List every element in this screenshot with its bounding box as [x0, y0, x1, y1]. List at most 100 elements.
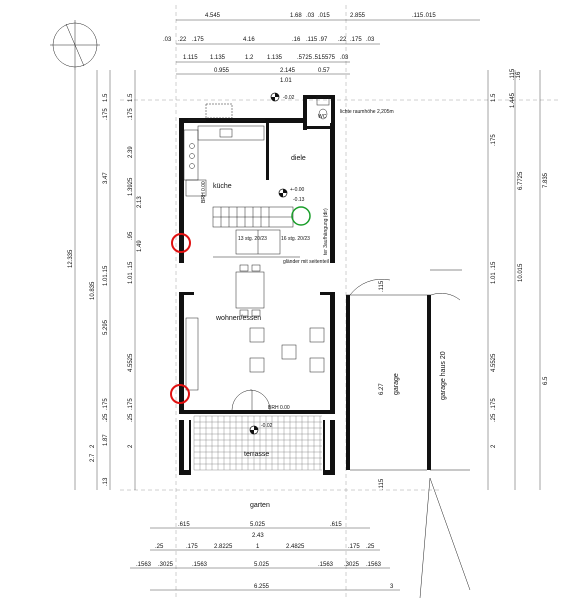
dim-top-r4-3: 0.57: [318, 68, 330, 74]
dim-right-outer-1: 7.835: [543, 172, 549, 188]
terrace-doors: [231, 389, 271, 411]
dim-top-r2-8: .22: [338, 37, 347, 43]
room-label-terrasse: terrasse: [244, 451, 269, 458]
dim-top-r4-1: 0.955: [214, 68, 230, 74]
dimension-bottom: .615 5.025 .615 2.43 .25 .175 2.8225 1 2…: [130, 522, 400, 591]
room-label-diele: diele: [291, 155, 306, 162]
kitchen-counter: [183, 125, 265, 181]
north-arrow-icon: [50, 20, 100, 70]
dim-left-in2-1: 1.5: [128, 93, 134, 102]
dim-right-in-8: .175: [491, 398, 497, 410]
dim-right-mid-3: 4.5525: [491, 353, 497, 372]
note-level-diele: -0.13: [293, 197, 305, 203]
dim-top-r2-6: .115: [306, 37, 318, 43]
dim-top-2: 1.68: [290, 13, 302, 19]
dim-right-in-5: .175: [491, 134, 497, 146]
dim-top-r3-8: .03: [340, 55, 349, 61]
walls: [179, 95, 335, 475]
dim-top-r2-1: .03: [163, 37, 172, 43]
dim-left-in2-11: .175: [128, 398, 134, 410]
dim-top-r2-7: .97: [319, 37, 328, 43]
room-label-garage: garage: [393, 373, 400, 395]
level-marker-icon: [270, 92, 280, 102]
note-level-top: -0.02: [283, 95, 295, 101]
note-level-terr: -0.02: [261, 423, 273, 429]
dim-bot-r3-1: .25: [155, 544, 164, 550]
room-label-wohnen: wohnen/essen: [215, 315, 261, 322]
dim-left-mid-1: 10.835: [90, 281, 96, 300]
dim-left-in-10: .13: [103, 477, 109, 486]
dim-garage-3: .115: [379, 478, 385, 490]
dim-right-in-3: .115: [510, 68, 516, 80]
green-marker: [291, 206, 311, 226]
dim-top-r3-1: 1.115: [183, 55, 198, 61]
dim-bot-r3-7: .25: [366, 544, 375, 550]
dim-left-in2-4: 1.3925: [128, 177, 134, 196]
dim-left-in-4: .15: [103, 265, 109, 274]
dim-bot-r4-6: .3025: [344, 562, 360, 568]
dim-bot-r4-2: .3025: [158, 562, 174, 568]
terrace-pattern: [193, 415, 322, 471]
dimension-top: 4.545 1.68 .03 .015 2.855 .115 .015 .03 …: [163, 13, 480, 84]
dim-top-r3-4: 1.135: [267, 55, 283, 61]
note-lichte-hoehe: lichte raumhöhe 2,205m: [340, 109, 394, 115]
dim-left-in2-9: 1.01: [128, 272, 134, 284]
red-marker-upper: [171, 233, 191, 253]
dim-top-5: 2.855: [350, 13, 366, 19]
dim-bot-r3-3: 2.8225: [214, 544, 233, 550]
level-marker-icon: [249, 425, 259, 435]
stair-label-2: 16 stg. 20/23: [281, 236, 310, 242]
dim-top-6: .115: [412, 13, 424, 19]
dim-left-in2-7: 1.49: [137, 240, 143, 252]
dimension-right: 1.5 1.445 .115 .16 .175 1.01 .15 .175 .2…: [379, 68, 549, 490]
dim-left-in2-10: 4.5525: [128, 353, 134, 372]
note-level-main: +-0.00: [290, 187, 305, 193]
dim-top-r3-3: 1.2: [245, 55, 254, 61]
dim-top-r4-2: 2.145: [280, 68, 296, 74]
staircase: [212, 206, 300, 258]
dim-top-r3-7: .5575: [320, 55, 336, 61]
dim-bot-r5-2: 3: [390, 584, 394, 590]
dim-bot-r4-7: .1563: [366, 562, 382, 568]
wc-fixtures: [316, 96, 330, 120]
dim-bot-r1-2: 5.025: [250, 522, 266, 528]
dim-top-r3-2: 1.135: [210, 55, 226, 61]
kitchen-table: [185, 179, 207, 197]
dining-table: [235, 264, 265, 317]
dim-right-in-6: 1.01: [491, 272, 497, 284]
dim-bot-r5-1: 6.255: [254, 584, 270, 590]
dim-left-in2-6: .95: [128, 231, 134, 240]
side-cabinet: [185, 317, 199, 391]
dim-top-r2-10: .03: [366, 37, 375, 43]
room-label-kueche: küche: [213, 183, 232, 190]
room-label-garten: garten: [250, 502, 270, 509]
dim-bot-r4-3: .1563: [192, 562, 208, 568]
dim-bot-r4-4: 5.025: [254, 562, 270, 568]
dim-right-outer-2: 6.5: [543, 376, 549, 385]
dim-right-mid-1: 6.7725: [518, 171, 524, 190]
level-marker-icon: [278, 188, 288, 198]
note-slab-lift: ter 3aufhängung (dir): [323, 208, 329, 255]
dim-bot-r3-5: 2.4825: [286, 544, 305, 550]
dimension-left: 12.335 10.835 2 2.7 1.5 .175 3.47 .15 1.…: [68, 70, 143, 490]
stair-label-1: 13 stg. 20/23: [238, 236, 267, 242]
windows: [188, 103, 265, 121]
room-label-wc: WC: [318, 114, 327, 120]
dim-top-r2-5: .16: [292, 37, 301, 43]
dim-top-3: .03: [306, 13, 315, 19]
dim-top-r3-5: .5725: [297, 55, 313, 61]
dim-bot-r4-1: .1563: [136, 562, 152, 568]
dim-top-1: 4.545: [205, 13, 221, 19]
dim-top-r5-1: 1.01: [280, 78, 292, 84]
dim-garage-1: 6.27: [379, 383, 385, 395]
stair-text-1: 13 stg. 20/23: [238, 236, 267, 242]
note-glaenter: gländer mit seitenteil: [283, 259, 329, 265]
dim-top-r3-6: .51: [313, 55, 322, 61]
dim-right-in-10: 2: [491, 444, 497, 448]
dim-left-in2-5: 2.13: [137, 196, 143, 208]
dim-left-in-1: 1.5: [103, 93, 109, 102]
dim-left-in2-12: .25: [128, 413, 134, 422]
dim-right-in-1: 1.5: [491, 93, 497, 102]
dim-left-in2-8: .15: [128, 261, 134, 270]
